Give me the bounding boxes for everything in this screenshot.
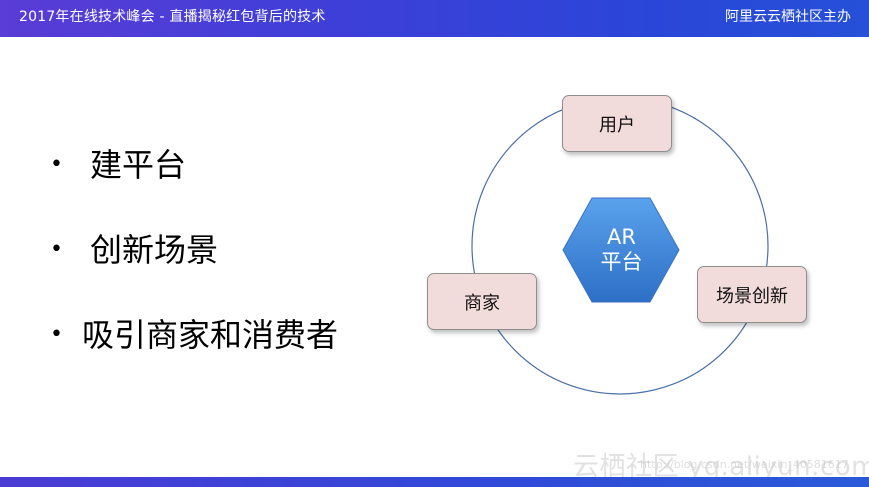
slide-header-title: 2017年在线技术峰会 - 直播揭秘红包背后的技术 [19, 9, 326, 25]
slide-header-host: 阿里云云栖社区主办 [725, 9, 851, 25]
ar-label-line2: 平台 [600, 250, 643, 274]
footer-bar [0, 477, 869, 487]
bullet-text: 建平台 [90, 146, 187, 184]
node-user: 用户 [562, 95, 672, 152]
header-bar: 2017年在线技术峰会 - 直播揭秘红包背后的技术 阿里云云栖社区主办 [0, 0, 869, 37]
bullet-marker: • [50, 152, 63, 177]
bullet-marker: • [50, 237, 63, 262]
bullet-text: 创新场景 [90, 231, 219, 269]
blog-url-watermark: http://blog.csdn.net/weixin_40581617 [640, 458, 849, 471]
ar-platform-diagram: AR 平台 用户 商家 场景创新 [420, 80, 840, 410]
node-merchant: 商家 [427, 273, 537, 330]
ar-platform-label: AR 平台 [563, 198, 680, 302]
bullet-text: 吸引商家和消费者 [82, 316, 339, 354]
bullet-marker: • [50, 322, 63, 347]
ar-label-line1: AR [607, 225, 636, 249]
ar-platform-center: AR 平台 [563, 198, 680, 302]
node-scenario: 场景创新 [697, 266, 807, 323]
ar-platform-hexagon [562, 197, 680, 303]
